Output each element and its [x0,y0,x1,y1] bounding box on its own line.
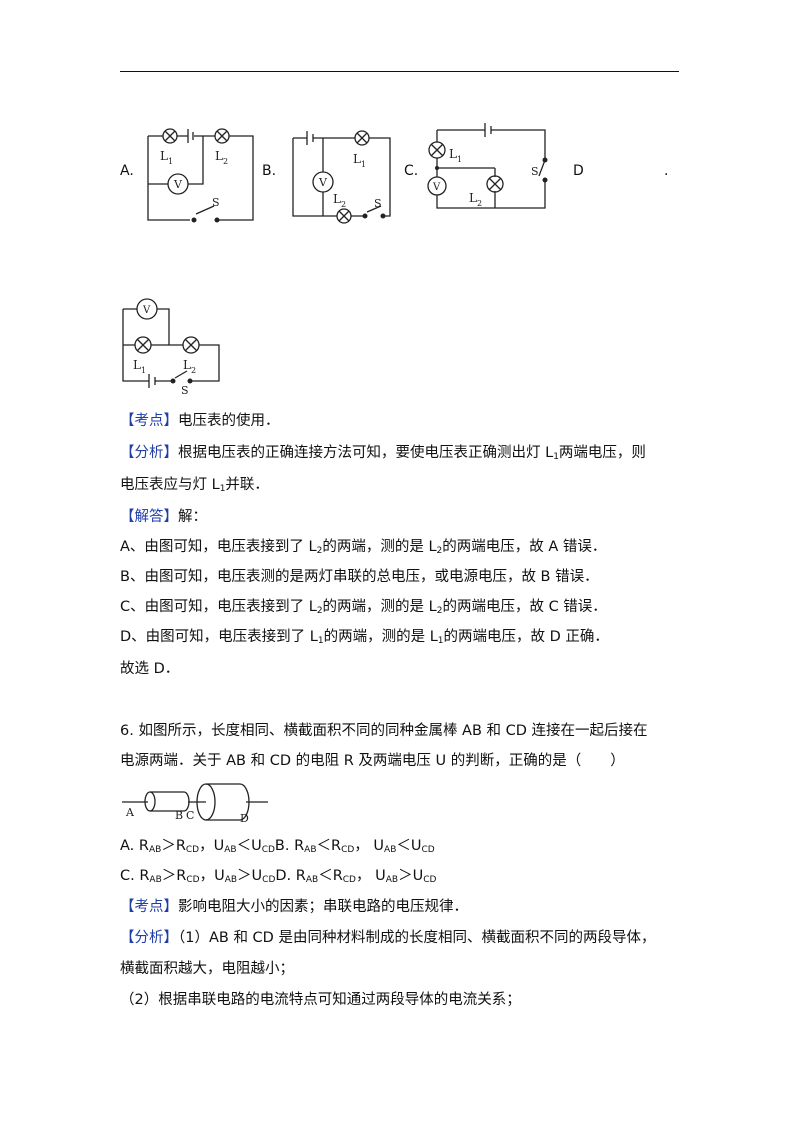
option-row-trailing-dot: . [664,163,669,179]
q5-jieda: 【解答】解： [120,507,207,527]
header-rule [120,71,679,72]
voltmeter-label: V [432,182,441,193]
lamp-icon [486,175,504,193]
lamp-l1-subscript: 1 [457,155,462,164]
kaodian-tag: 【考点】 [120,413,178,429]
lamp-l1-label: L [160,149,168,163]
voltmeter-icon [136,298,158,320]
lamp-icon [336,208,352,224]
kaodian-tag: 【考点】 [120,899,178,915]
jieda-tag: 【解答】 [120,509,178,525]
jieda-text: 解： [178,509,207,525]
circuit-b-diagram: V S L 1 L 2 [292,130,391,224]
fenxi-tag: 【分析】 [120,445,178,461]
fenxi-text: 两端电压，则 [558,445,646,461]
fenxi-text: 并联． [225,477,269,493]
lamp-l2-subscript: 2 [191,366,196,375]
q6-fenxi-line3: （2）根据串联电路的电流特点可知通过两段导体的电流关系； [120,992,521,1008]
option-c-label: C. [404,163,419,179]
fenxi-text: （1）AB 和 CD 是由同种材料制成的长度相同、横截面积不同的两段导体， [178,930,656,946]
subscript: 1 [553,452,559,462]
q5-answer-c: C、由图可知，电压表接到了 L2的两端，测的是 L2的两端电压，故 C 错误． [120,599,607,616]
lamp-l1-label: L [353,152,361,166]
subscript: 1 [219,484,226,494]
q6-rod-diagram: A B C D [122,783,268,825]
switch-label: S [181,384,189,395]
lamp-l2-subscript: 2 [223,157,228,166]
rod-label-b: B [175,809,183,822]
kaodian-text: 影响电阻大小的因素；串联电路的电压规律． [178,899,468,915]
rod-label-c: C [186,809,194,822]
option-a-label: A. [120,163,134,179]
lamp-icon [182,336,200,354]
option-d-label: D [573,163,584,179]
q6-stem-line2: 电源两端．关于 AB 和 CD 的电阻 R 及两端电压 U 的判断，正确的是（ … [120,753,625,769]
q6-options-cd: C. RAB＞RCD，UAB＞UCDD. RAB＜RCD， UAB＞UCD [120,868,437,885]
switch-label: S [212,196,220,209]
kaodian-text: 电压表的使用． [178,413,280,429]
lamp-l1-label: L [449,147,457,161]
rod-label-a: A [125,806,135,819]
lamp-l2-label: L [333,192,341,206]
switch-label: S [374,197,382,210]
q5-fenxi-line2: 电压表应与灯 L1并联． [120,475,269,499]
circuit-a-diagram: V S L 1 L 2 [147,128,254,223]
lamp-icon [162,128,178,144]
lamp-icon [214,128,230,144]
q6-kaodian: 【考点】影响电阻大小的因素；串联电路的电压规律． [120,897,468,917]
voltmeter-icon [167,173,189,195]
lamp-icon [354,130,370,146]
switch-label: S [531,165,539,178]
fenxi-text: 电压表应与灯 L [120,477,220,493]
lamp-l2-subscript: 2 [477,199,482,208]
q5-fenxi-line1: 【分析】根据电压表的正确连接方法可知，要使电压表正确测出灯 L1两端电压，则 [120,443,646,467]
lamp-l2-subscript: 2 [341,200,346,209]
q5-choose: 故选 D． [120,661,180,677]
voltmeter-label: V [142,305,151,316]
q6-fenxi-line2: 横截面积越大，电阻越小； [120,961,294,977]
lamp-l2-label: L [215,149,223,163]
thin-rod-ab [144,791,190,812]
option-b-label: B. [262,163,277,179]
voltmeter-icon [427,176,447,196]
voltmeter-label: V [318,176,328,189]
q6-options-ab: A. RAB＞RCD，UAB＜UCDB. RAB＜RCD， UAB＜UCD [120,838,435,855]
lamp-l1-label: L [133,358,141,372]
voltmeter-label: V [173,178,183,191]
rod-label-d: D [240,812,249,825]
q6-stem-line1: 6. 如图所示，长度相同、横截面积不同的同种金属棒 AB 和 CD 连接在一起后… [120,723,648,739]
q5-kaodian: 【考点】电压表的使用． [120,411,280,431]
lamp-l2-label: L [183,358,191,372]
thick-rod-cd [196,783,250,821]
lamp-l2-label: L [469,191,477,205]
circuit-d-diagram: V S L 1 L 2 [122,298,220,395]
lamp-icon [134,336,152,354]
q5-answer-d: D、由图可知，电压表接到了 L1的两端，测的是 L1的两端电压，故 D 正确． [120,629,609,646]
lamp-l1-subscript: 1 [168,157,173,166]
lamp-l1-subscript: 1 [361,160,366,169]
q6-fenxi-line1: 【分析】（1）AB 和 CD 是由同种材料制成的长度相同、横截面积不同的两段导体… [120,928,655,948]
circuit-c-diagram: V S L 1 L 2 [427,123,548,209]
q5-answer-a: A、由图可知，电压表接到了 L2的两端，测的是 L2的两端电压，故 A 错误． [120,539,607,556]
voltmeter-icon [312,171,334,193]
fenxi-text: 根据电压表的正确连接方法可知，要使电压表正确测出灯 L [178,445,554,461]
lamp-l1-subscript: 1 [141,366,146,375]
fenxi-tag: 【分析】 [120,930,178,946]
lamp-icon [428,141,446,159]
q5-answer-b: B、由图可知，电压表测的是两灯串联的总电压，或电源电压，故 B 错误． [120,569,599,585]
